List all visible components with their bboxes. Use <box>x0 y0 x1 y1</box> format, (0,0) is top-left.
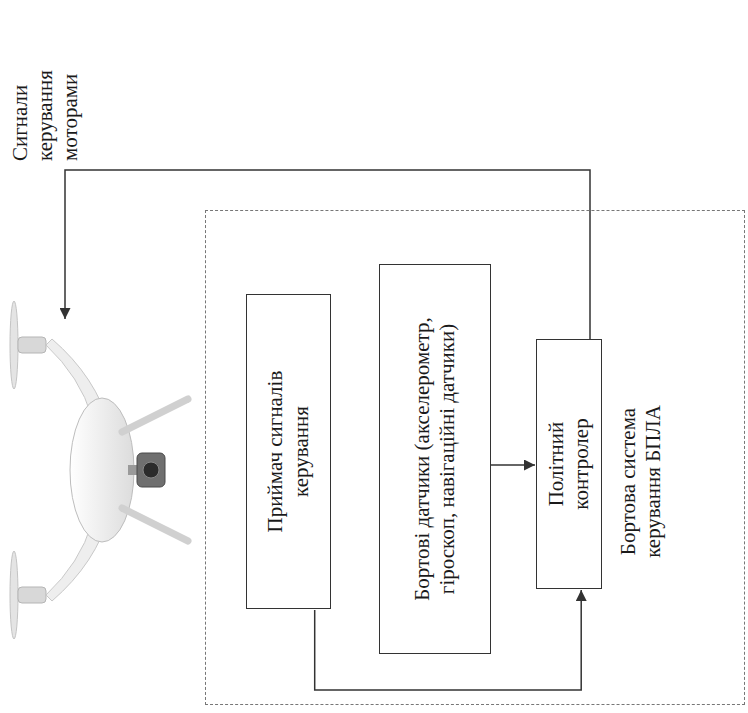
propeller <box>10 551 18 639</box>
camera-lens <box>143 462 159 478</box>
camera <box>137 453 165 487</box>
controller-box: Політний контролер <box>536 339 602 589</box>
drone-body <box>70 398 134 542</box>
boundary-heading: Бортова система керування БПЛА <box>616 374 666 589</box>
motor <box>18 337 46 353</box>
motor <box>18 587 46 603</box>
receiver-box: Приймач сигналів керування <box>246 294 331 609</box>
landing-leg <box>122 399 188 432</box>
propeller <box>10 301 18 389</box>
signal-label: Сигнали керування моторами <box>8 51 84 161</box>
box-text: Політний контролер <box>544 398 594 530</box>
landing-leg <box>122 508 188 541</box>
system-boundary: Приймач сигналів керування Бортові датчик… <box>205 210 745 705</box>
box-text: Приймач сигналів керування <box>263 353 313 550</box>
drone-illustration <box>10 301 188 639</box>
box-text: Бортові датчики (акселерометр, гіроскоп,… <box>410 317 460 601</box>
sensor-box: Бортові датчики (акселерометр, гіроскоп,… <box>379 264 491 654</box>
signal-connector <box>490 464 535 466</box>
